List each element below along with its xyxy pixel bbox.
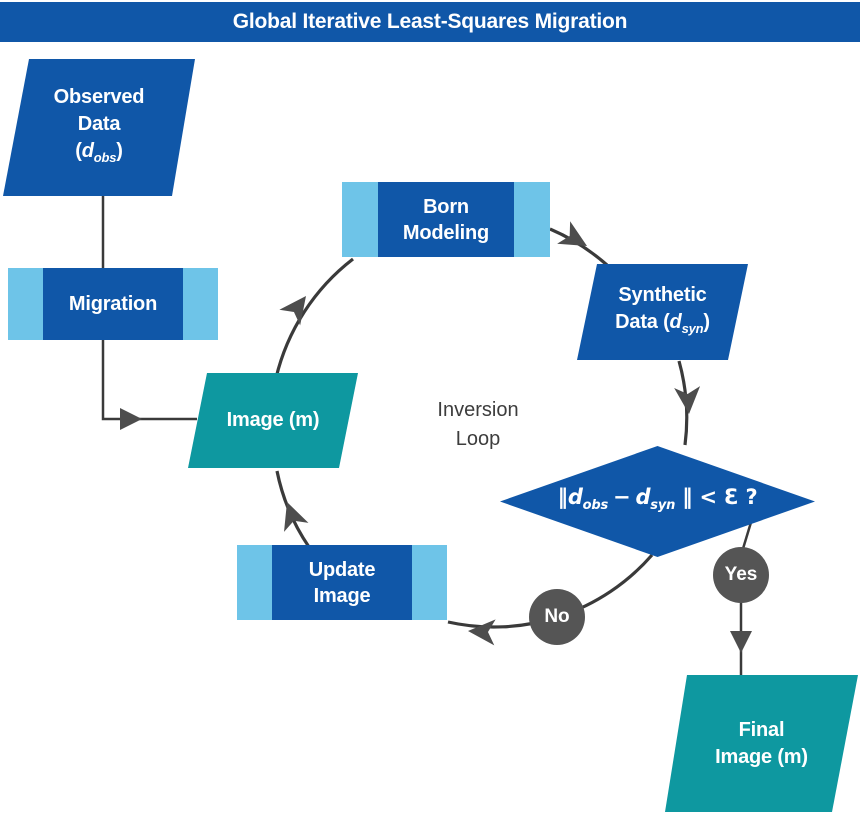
line-migration-to-image [101,340,197,421]
arrow-up-right-icon [279,296,306,326]
no-badge: No [529,589,585,645]
arrow-up-left-icon [284,502,309,532]
final-image-line1: Final [738,718,785,741]
update-image-line1: Update [308,558,376,581]
title-bar: Global Iterative Least-Squares Migration [0,2,860,42]
final-image-line2: Image (m) [715,745,808,768]
observed-data-line1: Observed [53,86,145,108]
node-observed-data: Observed Data (dobs) [3,59,195,196]
inversion-loop-label: Inversion Loop [437,399,519,450]
line-decision-to-yes [740,518,754,553]
observed-data-symbol: (dobs) [75,140,123,165]
arrow-right-icon [120,408,142,430]
observed-data-line2: Data [77,113,121,135]
update-image-core: Update Image [272,545,412,620]
arrow-down-icon [674,386,701,414]
node-migration: Migration [8,268,218,340]
node-synthetic-data: Synthetic Data (dsyn) [577,264,748,360]
yes-badge: Yes [713,547,769,603]
image-m-label: Image (m) [226,409,320,431]
decision-formula: ‖dobs−dsyn‖< Ɛ ? [557,484,758,514]
synthetic-data-line1: Synthetic [618,284,707,306]
node-born-modeling: Born Modeling [342,182,550,257]
born-modeling-core: Born Modeling [378,182,514,257]
diagram-title: Global Iterative Least-Squares Migration [232,10,628,33]
synthetic-data-line2: Data (dsyn) [615,311,710,336]
update-image-line2: Image [313,584,371,607]
arrow-down-right-icon [557,221,587,246]
born-modeling-line2: Modeling [402,221,490,244]
arrow-down-icon [730,631,752,653]
node-image-m: Image (m) [188,373,358,468]
arrow-left-icon [468,619,496,646]
arc-image-to-born [274,257,354,379]
node-update-image: Update Image [237,545,447,620]
node-final-image: Final Image (m) [665,675,858,812]
migration-core: Migration [43,268,183,340]
migration-label: Migration [68,293,158,315]
yes-label: Yes [724,564,758,585]
born-modeling-line1: Born [423,195,469,218]
no-label: No [544,606,570,627]
